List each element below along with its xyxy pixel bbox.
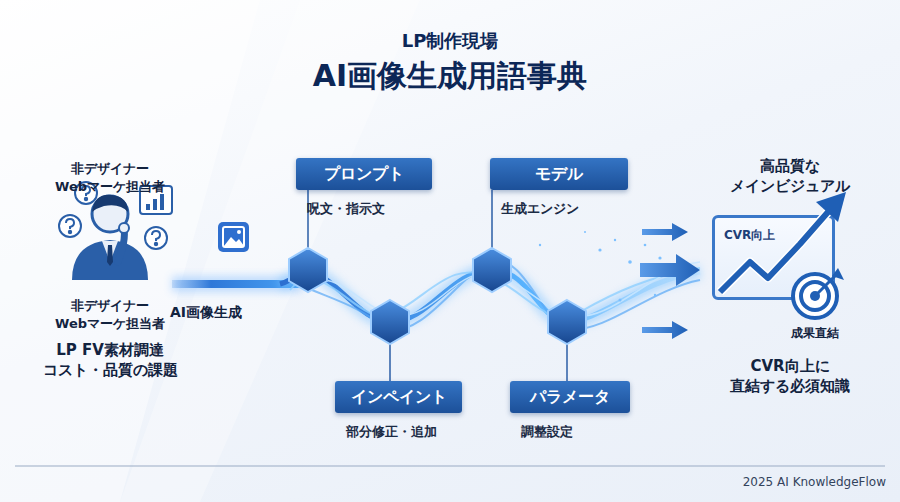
term-description: 調整設定 <box>521 423 573 441</box>
main-title: AI画像生成用語事典 <box>150 56 750 97</box>
outcome-label: CVR向上に 直結する必須知識 <box>714 356 866 397</box>
term-box: モデル生成エンジン <box>490 158 628 190</box>
panel-label: CVR向上 <box>724 227 775 244</box>
problem-label: LP FV素材調達 コスト・品質の課題 <box>34 340 186 381</box>
term-heading: パラメータ <box>530 387 610 408</box>
persona-label: 非デザイナー Webマーケ担当者 <box>45 160 175 195</box>
footer-caption: 2025 AI KnowledgeFlow <box>586 474 886 490</box>
term-description: 呪文・指示文 <box>307 200 385 218</box>
term-box: パラメータ調整設定 <box>510 381 630 413</box>
flow-label: AI画像生成 <box>170 303 280 322</box>
term-heading: インペイント <box>351 387 447 408</box>
term-box: プロンプト呪文・指示文 <box>296 158 432 190</box>
persona-label: 非デザイナー Webマーケ担当者 <box>45 297 175 332</box>
term-heading: プロンプト <box>324 164 404 185</box>
outcome-label: 高品質な メインビジュアル <box>714 156 866 197</box>
term-box: インペイント部分修正・追加 <box>335 381 462 413</box>
result-panel: CVR向上 <box>712 215 835 300</box>
image-icon <box>218 222 249 252</box>
term-description: 部分修正・追加 <box>346 423 437 441</box>
growth-arrow <box>720 192 846 292</box>
target-icon <box>793 268 844 318</box>
hexagon-nodes <box>289 248 586 344</box>
person-icon <box>72 195 148 280</box>
stream <box>172 231 700 330</box>
term-heading: モデル <box>535 164 583 185</box>
output-arrows <box>640 223 700 339</box>
subtitle: LP制作現場 <box>300 29 600 53</box>
outcome-label: 成果直結 <box>775 325 855 341</box>
footer-rule <box>15 466 885 467</box>
leader-lines <box>308 190 567 381</box>
term-description: 生成エンジン <box>501 200 579 218</box>
